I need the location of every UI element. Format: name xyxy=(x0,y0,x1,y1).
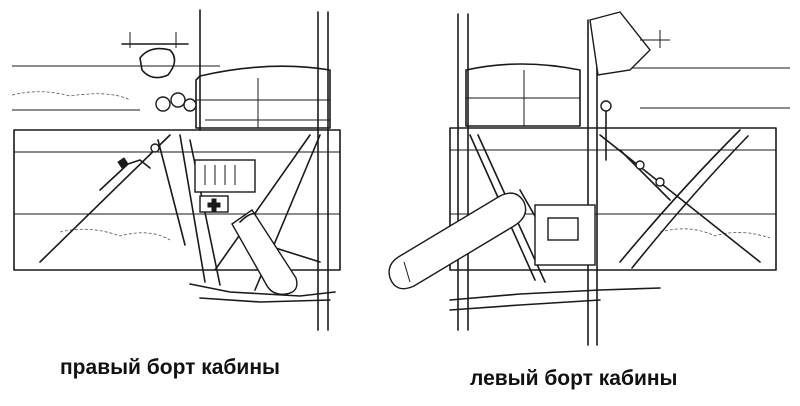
right-side-caption: правый борт кабины xyxy=(60,356,280,379)
left-frame-box xyxy=(449,127,777,271)
right-side-cockpit-drawing xyxy=(11,9,341,331)
right-oxygen-cylinder xyxy=(231,209,298,295)
right-frame-box xyxy=(13,129,341,271)
right-diagonal-strut xyxy=(39,134,171,263)
right-upper-frame xyxy=(195,65,331,129)
left-side-caption: левый борт кабины xyxy=(470,367,678,390)
left-upper-frame xyxy=(465,63,581,127)
left-side-cockpit-drawing xyxy=(388,11,790,346)
gauge-icon xyxy=(155,96,171,112)
left-oxygen-cylinder xyxy=(388,192,527,290)
